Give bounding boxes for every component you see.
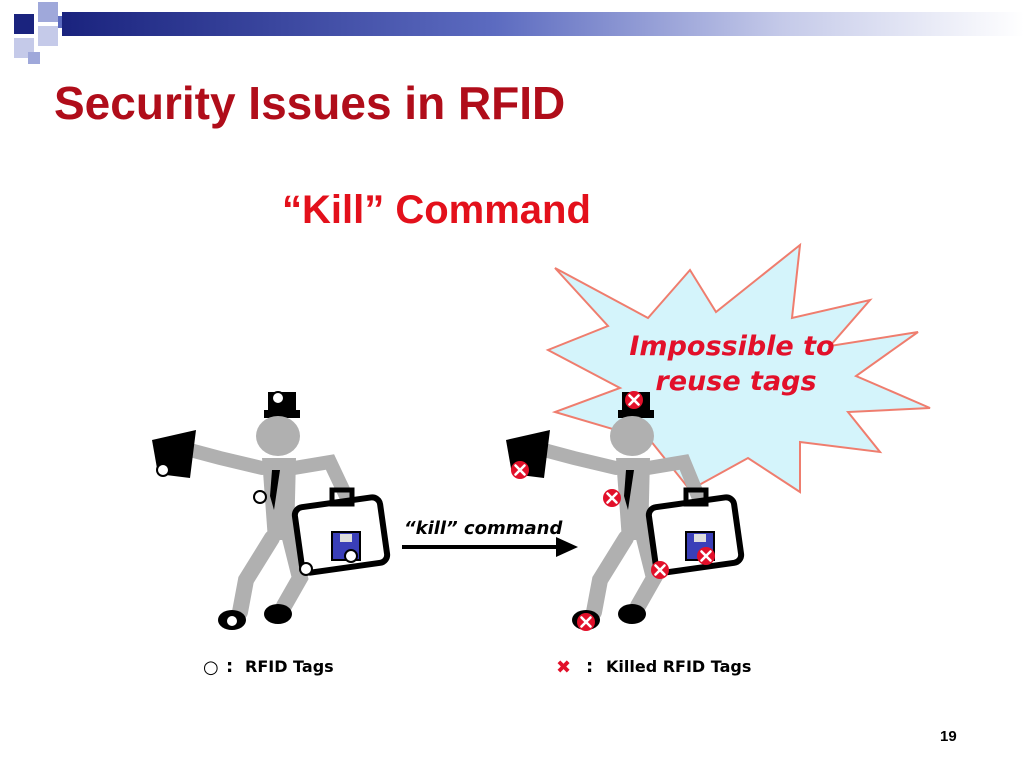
callout-line-2: reuse tags	[655, 366, 816, 397]
legend: ○ : RFID Tags ✖ : Killed RFID Tags	[203, 656, 751, 678]
arrow-label: “kill” command	[404, 518, 563, 539]
legend-killed-label: Killed RFID Tags	[606, 657, 751, 676]
legend-killed-separator: :	[586, 656, 593, 677]
corner-decoration	[0, 0, 80, 66]
person-with-tags	[152, 391, 391, 630]
slide-subtitle: “Kill” Command	[282, 188, 591, 232]
legend-tag-label: RFID Tags	[245, 657, 334, 676]
person-with-killed-tags	[506, 389, 745, 633]
header-gradient-bar	[62, 12, 1024, 36]
legend-tag-separator: :	[226, 656, 233, 677]
legend-tag-symbol: ○	[203, 657, 219, 678]
callout-line-1: Impossible to	[629, 331, 834, 362]
kill-command-arrow	[402, 537, 578, 557]
page-number: 19	[940, 728, 957, 745]
slide-title: Security Issues in RFID	[54, 77, 566, 129]
legend-killed-symbol: ✖	[556, 657, 571, 678]
